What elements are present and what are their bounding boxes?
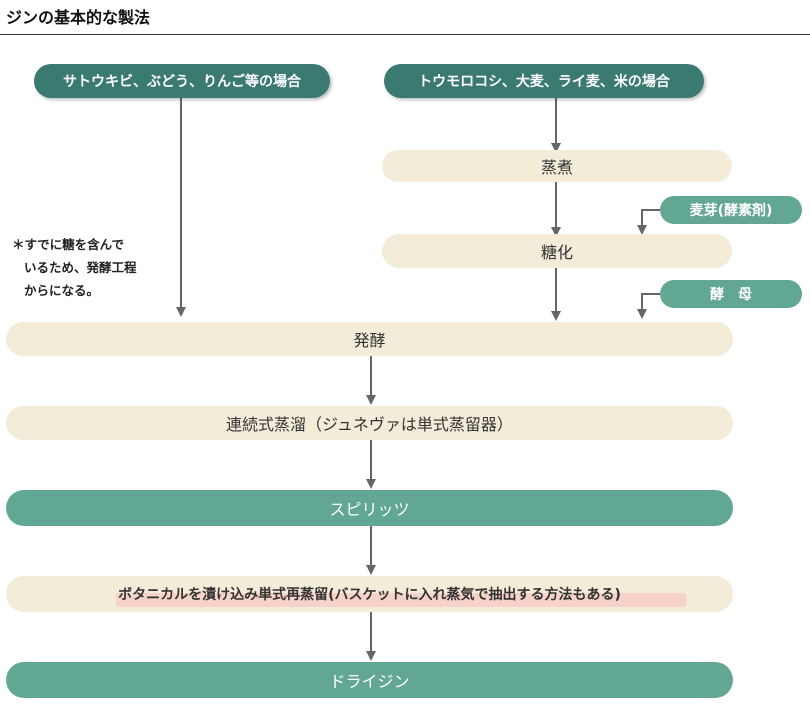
footnote-line-3: からになる。: [24, 283, 100, 298]
step-distill-label: 連続式蒸溜（ジュネヴァは単式蒸留器）: [226, 415, 513, 434]
title-divider: [0, 34, 810, 35]
step-drygin-label: ドライジン: [329, 672, 410, 691]
step-ferment-label: 発酵: [353, 331, 386, 350]
step-botanical-box: ボタニカルを漬け込み単式再蒸留(バスケットに入れ蒸気で抽出する方法もある): [6, 576, 733, 612]
page-title: ジンの基本的な製法: [6, 8, 151, 27]
additive-yeast-label: 酵 母: [710, 287, 752, 303]
step-boil-box: 蒸煮: [382, 150, 732, 182]
additive-malt-box: 麦芽(酵素剤): [660, 196, 802, 224]
step-saccharify-box: 糖化: [382, 234, 732, 268]
footnote-line-1: ＊すでに糖を含んで: [12, 237, 125, 252]
step-ferment-box: 発酵: [6, 322, 733, 356]
step-distill-box: 連続式蒸溜（ジュネヴァは単式蒸留器）: [6, 406, 733, 440]
step-botanical-label: ボタニカルを漬け込み単式再蒸留(バスケットに入れ蒸気で抽出する方法もある): [118, 587, 621, 603]
step-spirits-box: スピリッツ: [6, 490, 733, 526]
additive-malt-label: 麦芽(酵素剤): [689, 203, 773, 219]
step-spirits-label: スピリッツ: [329, 500, 410, 519]
source-left-box: サトウキビ、ぶどう、りんご等の場合: [34, 64, 330, 98]
arrow-yeast-in: [637, 293, 660, 319]
additive-yeast-box: 酵 母: [660, 280, 802, 308]
arrow-malt-in: [637, 209, 660, 235]
step-drygin-box: ドライジン: [6, 662, 733, 698]
botanical-highlight: [116, 593, 686, 607]
footnote: ＊すでに糖を含んで いるため、発酵工程 からになる。: [12, 233, 192, 302]
source-left-label: サトウキビ、ぶどう、りんご等の場合: [63, 74, 301, 90]
step-boil-label: 蒸煮: [540, 158, 573, 177]
footnote-line-2: いるため、発酵工程: [24, 260, 137, 275]
step-saccharify-label: 糖化: [540, 243, 573, 262]
source-right-label: トウモロコシ、大麦、ライ麦、米の場合: [418, 74, 670, 90]
source-right-box: トウモロコシ、大麦、ライ麦、米の場合: [384, 64, 704, 98]
